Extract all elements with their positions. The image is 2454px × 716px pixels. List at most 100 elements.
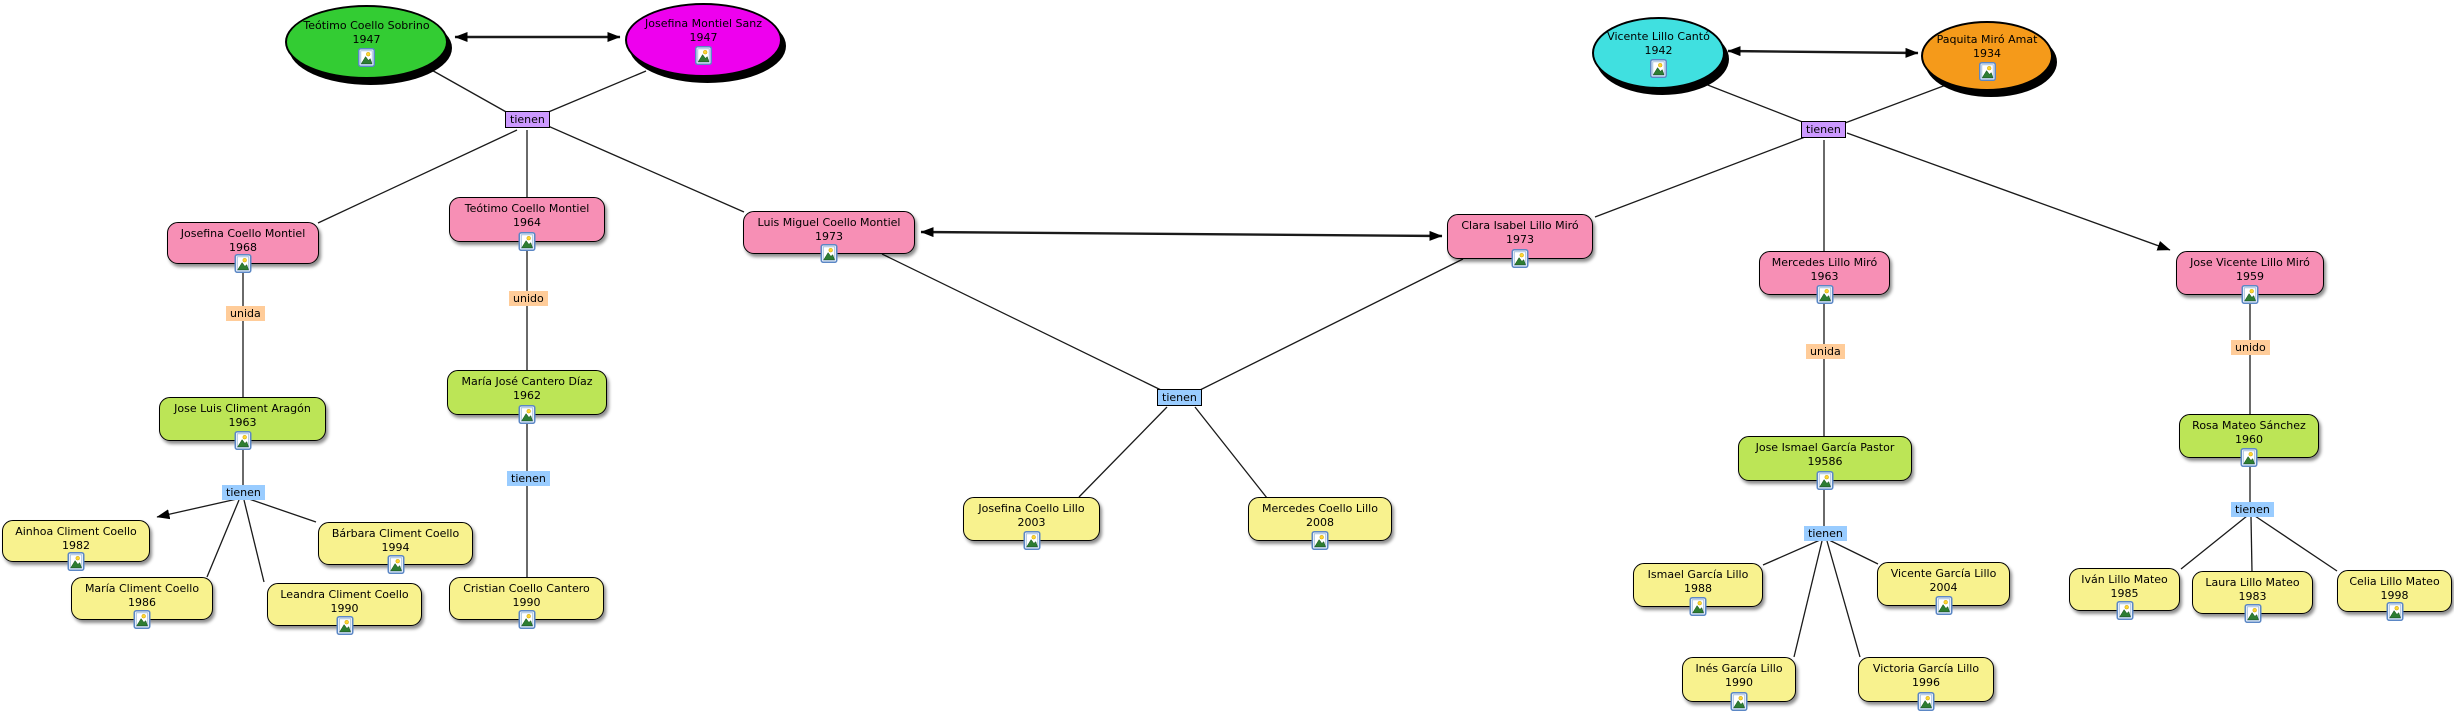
photo-icon[interactable] [234, 431, 251, 450]
person-year: 1998 [2380, 589, 2409, 602]
person-year: 2003 [1017, 516, 1046, 529]
photo-icon[interactable] [1023, 531, 1040, 550]
photo-icon[interactable] [2244, 604, 2261, 623]
edge [1826, 540, 1861, 658]
photo-icon[interactable] [2116, 601, 2133, 620]
person-year: 1990 [330, 602, 359, 615]
person-node-ines-garcia-lillo[interactable]: Inés García Lillo 1990 [1682, 657, 1796, 711]
photo-icon[interactable] [518, 232, 536, 251]
person-node-ainhoa-climent-coello[interactable]: Ainhoa Climent Coello 1982 [2, 520, 150, 571]
relation-unida-josefina-joseluis[interactable]: unida [226, 306, 265, 321]
photo-icon[interactable] [1978, 62, 1996, 81]
photo-icon[interactable] [820, 244, 838, 263]
person-name: Josefina Coello Lillo [978, 502, 1085, 515]
photo-icon[interactable] [518, 610, 535, 629]
person-node-barbara-climent-coello[interactable]: Bárbara Climent Coello 1994 [318, 522, 473, 574]
person-node-maria-climent-coello[interactable]: María Climent Coello 1986 [71, 577, 213, 629]
person-node-leandra-climent-coello[interactable]: Leandra Climent Coello 1990 [267, 583, 422, 635]
edge [2254, 515, 2338, 572]
person-year: 19586 [1807, 455, 1843, 468]
photo-icon[interactable] [2240, 448, 2258, 467]
person-node-jose-luis-climent-aragon[interactable]: Jose Luis Climent Aragón 1963 [159, 397, 326, 450]
photo-icon[interactable] [1917, 692, 1935, 711]
photo-icon[interactable] [358, 48, 375, 67]
relation-unido-josevicente-rosa[interactable]: unido [2231, 340, 2270, 355]
person-node-mercedes-lillo-miro[interactable]: Mercedes Lillo Miró 1963 [1759, 251, 1890, 304]
person-node-teotimo-coello-sobrino[interactable]: Teótimo Coello Sobrino 1947 [285, 5, 448, 79]
person-node-maria-jose-cantero-diaz[interactable]: María José Cantero Díaz 1962 [447, 370, 607, 424]
person-node-victoria-garcia-lillo[interactable]: Victoria García Lillo 1996 [1858, 657, 1994, 711]
person-name: Jose Luis Climent Aragón [174, 402, 311, 415]
edge [243, 499, 265, 583]
person-year: 1990 [1725, 676, 1753, 689]
relation-tienen-lillo-mateo-children[interactable]: tienen [2231, 502, 2274, 517]
photo-icon[interactable] [695, 46, 712, 65]
person-node-josefina-coello-lillo[interactable]: Josefina Coello Lillo 2003 [963, 497, 1100, 550]
person-node-vicente-garcia-lillo[interactable]: Vicente García Lillo 2004 [1877, 562, 2010, 615]
person-node-josefina-coello-montiel[interactable]: Josefina Coello Montiel 1968 [167, 222, 319, 273]
relation-tienen-climent-coello-children[interactable]: tienen [222, 485, 265, 500]
photo-icon[interactable] [1816, 471, 1834, 490]
relation-tienen-garcia-lillo-children[interactable]: tienen [1804, 526, 1847, 541]
relation-tienen-coello-montiel-parents[interactable]: tienen [505, 111, 550, 128]
person-name: Jose Ismael García Pastor [1755, 441, 1895, 454]
person-year: 1973 [1506, 233, 1534, 246]
person-node-jose-vicente-lillo-miro[interactable]: Jose Vicente Lillo Miró 1959 [2176, 251, 2324, 304]
person-name: Leandra Climent Coello [280, 588, 409, 601]
person-node-celia-lillo-mateo[interactable]: Celia Lillo Mateo 1998 [2337, 570, 2452, 621]
photo-icon[interactable] [1650, 59, 1667, 78]
edge-arrow-ainhoa [156, 498, 238, 520]
edge [427, 67, 509, 114]
person-node-clara-isabel-lillo-miro[interactable]: Clara Isabel Lillo Miró 1973 [1447, 214, 1593, 268]
person-node-laura-lillo-mateo[interactable]: Laura Lillo Mateo 1983 [2192, 571, 2313, 623]
photo-icon[interactable] [1816, 285, 1833, 304]
person-year: 1982 [62, 539, 90, 552]
person-name: Ismael García Lillo [1647, 568, 1749, 581]
photo-icon[interactable] [2241, 285, 2259, 304]
photo-icon[interactable] [387, 555, 404, 574]
photo-icon[interactable] [133, 610, 151, 629]
person-year: 1947 [689, 31, 718, 44]
edge [2180, 515, 2248, 570]
photo-icon[interactable] [336, 616, 353, 635]
person-node-ivan-lillo-mateo[interactable]: Iván Lillo Mateo 1985 [2069, 568, 2180, 620]
photo-icon[interactable] [1689, 597, 1707, 616]
relation-tienen-lillo-miro-parents[interactable]: tienen [1801, 121, 1846, 138]
photo-icon[interactable] [67, 552, 85, 571]
person-name: Cristian Coello Cantero [463, 582, 590, 595]
photo-icon[interactable] [1730, 692, 1748, 711]
person-node-rosa-mateo-sanchez[interactable]: Rosa Mateo Sánchez 1960 [2179, 414, 2319, 467]
person-node-mercedes-coello-lillo[interactable]: Mercedes Coello Lillo 2008 [1248, 497, 1392, 550]
person-node-paquita-miro-amat[interactable]: Paquita Miró Amat 1934 [1921, 21, 2053, 91]
person-year: 1986 [128, 596, 156, 609]
person-name: Luis Miguel Coello Montiel [757, 216, 901, 229]
photo-icon[interactable] [1935, 596, 1952, 615]
person-year: 1959 [2236, 270, 2264, 283]
person-node-teotimo-coello-montiel[interactable]: Teótimo Coello Montiel 1964 [449, 197, 605, 251]
person-node-ismael-garcia-lillo[interactable]: Ismael García Lillo 1988 [1633, 563, 1763, 616]
relation-tienen-coello-lillo-children[interactable]: tienen [1157, 389, 1202, 406]
edge [1762, 539, 1821, 566]
person-node-josefina-montiel-sanz[interactable]: Josefina Montiel Sanz 1947 [625, 3, 782, 77]
photo-icon[interactable] [234, 254, 252, 273]
person-node-jose-ismael-garcia-pastor[interactable]: Jose Ismael García Pastor 19586 [1738, 436, 1912, 490]
person-name: Ainhoa Climent Coello [15, 525, 137, 538]
photo-icon[interactable] [2386, 602, 2403, 621]
relation-unido-teotimo-mariajose[interactable]: unido [509, 291, 548, 306]
person-node-luis-miguel-coello-montiel[interactable]: Luis Miguel Coello Montiel 1973 [743, 211, 915, 263]
photo-icon[interactable] [1511, 249, 1529, 268]
person-node-vicente-lillo-canto[interactable]: Vicente Lillo Cantó 1942 [1592, 17, 1725, 89]
photo-icon[interactable] [1311, 531, 1329, 550]
relation-unida-mercedes-joseismael[interactable]: unida [1806, 344, 1845, 359]
edge [206, 499, 240, 578]
person-year: 1942 [1644, 44, 1673, 57]
photo-icon[interactable] [518, 405, 536, 424]
edge [1194, 406, 1268, 499]
relation-tienen-coello-cantero-children[interactable]: tienen [507, 471, 550, 486]
person-name: Vicente Lillo Cantó [1607, 30, 1710, 43]
person-node-cristian-coello-cantero[interactable]: Cristian Coello Cantero 1990 [449, 577, 604, 629]
person-year: 1934 [1973, 47, 2001, 60]
person-year: 1990 [512, 596, 541, 609]
